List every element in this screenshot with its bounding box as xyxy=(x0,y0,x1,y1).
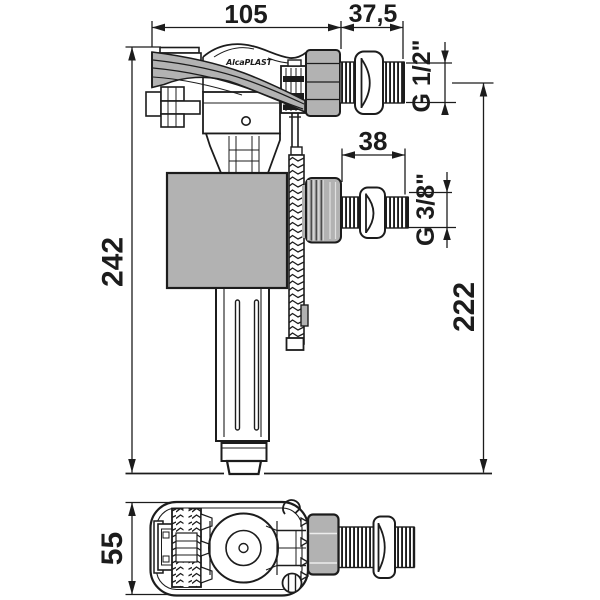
top-view-inlet-connector xyxy=(306,513,416,579)
arrowhead xyxy=(443,180,451,193)
dim-222-label: 222 xyxy=(448,282,481,332)
head-dome-inner-line xyxy=(213,47,255,58)
arrowhead xyxy=(341,23,354,32)
dim-width-105: 105 xyxy=(151,0,403,49)
arrowhead xyxy=(390,23,403,32)
arrowhead xyxy=(342,151,355,159)
body-teeth xyxy=(300,516,310,582)
arrowhead xyxy=(443,227,451,240)
dim-inlet-38: 38 xyxy=(341,126,406,195)
adjustment-rod xyxy=(285,113,309,351)
locking-screw xyxy=(281,572,303,594)
dim-inlet-height-222: 222 xyxy=(448,82,494,473)
mounting-hook xyxy=(282,499,301,515)
arrowhead xyxy=(128,502,136,516)
brand-logo: AlcaPLAST xyxy=(225,58,272,67)
arrowhead xyxy=(441,102,449,115)
arrowhead xyxy=(479,83,488,97)
outlet-shaft xyxy=(215,287,270,476)
arrowhead xyxy=(441,50,449,63)
inlet-washer xyxy=(372,515,396,579)
dim-depth-55: 55 xyxy=(96,501,170,596)
arrowhead xyxy=(392,151,405,159)
diaphragm-circle xyxy=(208,512,279,584)
shaft-slot xyxy=(253,299,260,431)
dimension-annotations: 105 37,5 G 1/2" 38 xyxy=(96,0,494,596)
inlet-nut xyxy=(305,49,341,117)
valve-side-view: AlcaPLAST xyxy=(145,43,409,476)
arrowhead xyxy=(128,459,136,473)
dim-total-height-242: 242 xyxy=(96,46,161,473)
head-screw-hole xyxy=(241,116,252,127)
bottom-inlet-connector-g38 xyxy=(305,177,409,244)
inlet-washer xyxy=(359,186,386,239)
thread-g12-label: G 1/2" xyxy=(408,40,436,113)
dim-55-label: 55 xyxy=(96,532,129,565)
shaft-tip xyxy=(225,459,263,476)
shaft-slot xyxy=(234,299,241,431)
arrowhead xyxy=(128,581,136,595)
nut-knurling xyxy=(307,180,324,241)
valve-top-view xyxy=(149,499,416,597)
arrowhead xyxy=(328,23,341,32)
top-inlet-connector-g12 xyxy=(305,49,405,117)
top-clip xyxy=(159,46,200,54)
dim-inlet-37-5: 37,5 xyxy=(341,0,404,59)
outlet-funnel xyxy=(204,132,281,174)
thread-g38-label: G 3/8" xyxy=(412,173,440,246)
rod-end-cap xyxy=(285,337,305,351)
clamp-side-tab xyxy=(145,91,162,117)
dim-242-label: 242 xyxy=(96,237,129,287)
inlet-washer xyxy=(354,50,384,115)
dim-105-label: 105 xyxy=(224,0,267,29)
inlet-nut xyxy=(306,513,340,576)
dim-37-5-label: 37,5 xyxy=(349,0,398,28)
arrowhead xyxy=(152,23,165,32)
rod-tab xyxy=(300,304,309,327)
arrowhead xyxy=(128,47,136,61)
head-dome-outline xyxy=(202,43,307,59)
valve-head: AlcaPLAST xyxy=(145,43,307,174)
dim-thread-g38: G 3/8" xyxy=(409,172,456,248)
knurled-adjuster-wheel xyxy=(171,507,213,588)
dim-thread-g12: G 1/2" xyxy=(406,40,456,115)
tank-clamp xyxy=(160,86,201,128)
float-lever xyxy=(151,51,306,114)
shaft-collar xyxy=(220,442,268,462)
dim-38-label: 38 xyxy=(359,126,388,156)
float-cup xyxy=(165,171,289,290)
head-block xyxy=(202,91,281,135)
arrowhead xyxy=(479,459,488,473)
